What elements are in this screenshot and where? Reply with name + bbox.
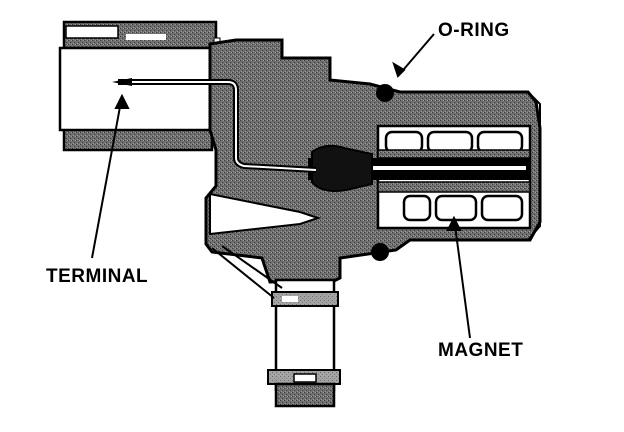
o-ring-bottom xyxy=(371,243,389,261)
magnet-segment xyxy=(426,130,474,154)
sensor-core xyxy=(311,144,373,192)
o-ring-top xyxy=(376,84,394,102)
magnet-segment xyxy=(480,194,524,222)
magnet-label: MAGNET xyxy=(438,340,523,361)
connector-socket xyxy=(58,20,221,152)
inner-channel xyxy=(209,192,322,236)
terminal-wire xyxy=(112,78,317,173)
connector-stem xyxy=(267,278,341,408)
o-ring-label: O-RING xyxy=(438,20,510,41)
terminal-label: TERMINAL xyxy=(46,266,148,287)
magnet-segment xyxy=(476,130,524,154)
magnet-segment xyxy=(434,194,478,222)
leader-lines xyxy=(91,33,471,339)
magnet-segment xyxy=(402,194,432,222)
magnet-segment xyxy=(384,130,424,154)
